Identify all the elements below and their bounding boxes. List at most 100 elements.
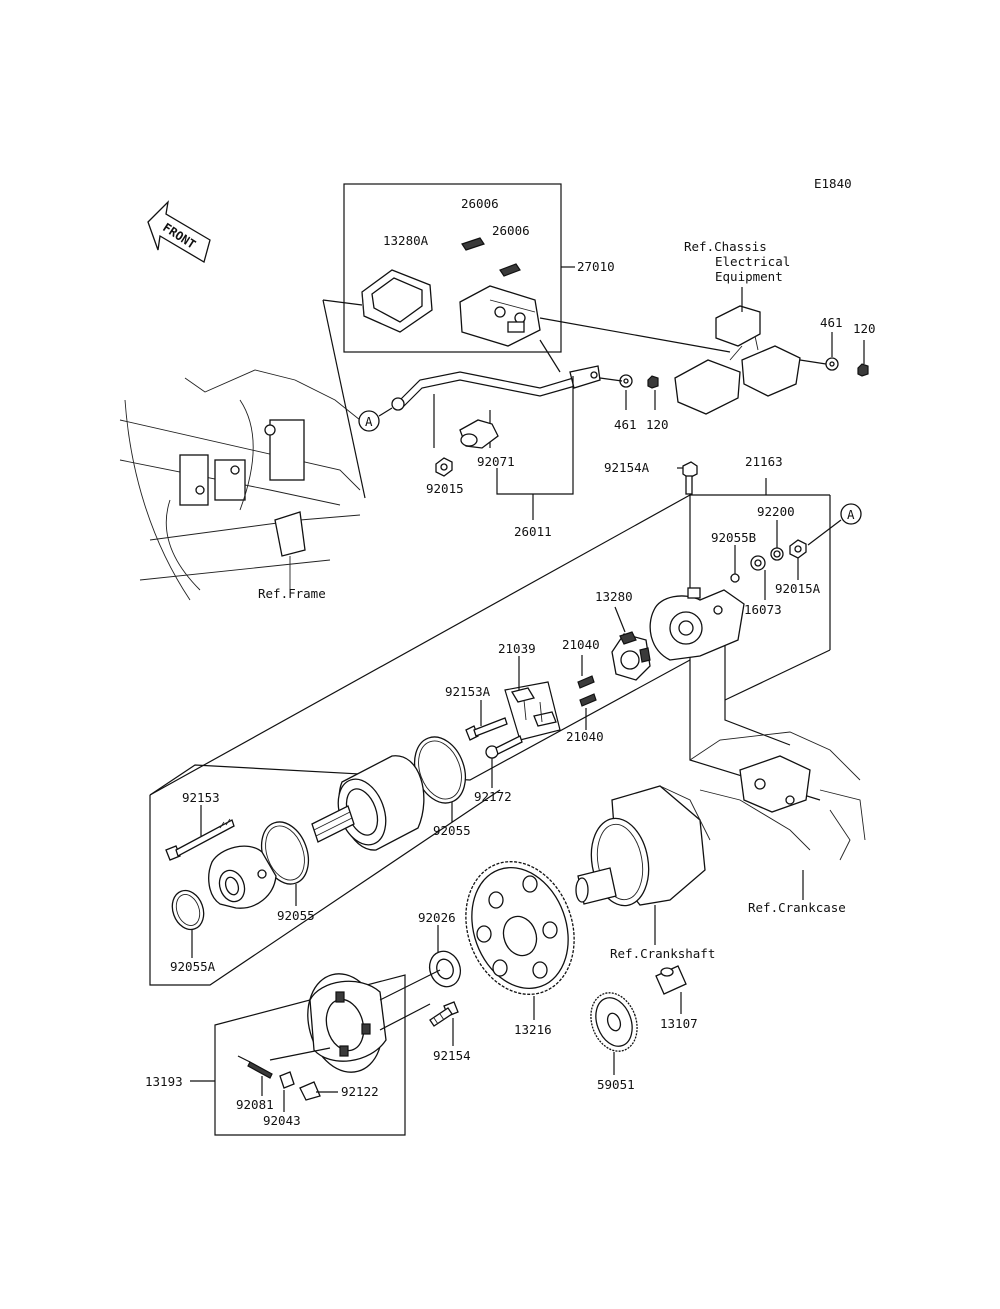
part-label-92026: 92026: [418, 910, 456, 925]
spring-92081: [237, 1055, 273, 1079]
part-label-92043: 92043: [263, 1113, 301, 1128]
part-label-92153A: 92153A: [445, 684, 491, 699]
part-label-92015: 92015: [426, 481, 464, 496]
part-label-120-upper: 120: [853, 321, 876, 336]
starter-front-cover: [208, 845, 277, 909]
part-label-26011: 26011: [514, 524, 552, 539]
ref-chassis-line2: Electrical: [715, 254, 790, 269]
chassis-electrical-equipment: [674, 305, 801, 415]
long-bolt-92153: [165, 818, 235, 861]
part-label-92071: 92071: [477, 454, 515, 469]
callout-a-right-icon: A: [807, 503, 862, 546]
part-label-461-lower: 461: [614, 417, 637, 432]
callout-a-left-icon: A: [358, 407, 393, 432]
one-way-clutch: [307, 973, 387, 1073]
washer-92200: [770, 547, 784, 561]
frame-ref-sketch: [119, 369, 361, 601]
nut-92015: [435, 457, 453, 477]
part-label-27010: 27010: [577, 259, 615, 274]
clutch-to-washer-line: [379, 969, 441, 1001]
starter-relay: [459, 285, 541, 347]
washer-92055B: [730, 573, 740, 583]
relay-frame-line: [322, 299, 363, 306]
part-label-13107: 13107: [660, 1016, 698, 1031]
part-label-92055-lower: 92055: [277, 908, 315, 923]
starter-motor-yoke: [311, 755, 425, 851]
part-label-92154A: 92154A: [604, 460, 650, 475]
part-label-461-upper: 461: [820, 315, 843, 330]
callout-a-left: A: [365, 414, 373, 429]
o-ring-92055A: [171, 889, 205, 931]
bolt-92154: [429, 1001, 459, 1027]
washer-16073: [750, 555, 766, 571]
fuse-26006-lower: [499, 263, 521, 277]
leader-chassis-washer: [799, 359, 827, 365]
ref-crankshaft: Ref.Crankshaft: [610, 946, 715, 961]
part-label-120-lower: 120: [646, 417, 669, 432]
part-label-92055-upper: 92055: [433, 823, 471, 838]
starter-end-cover: [649, 587, 745, 661]
relay-to-chassis-line: [539, 317, 731, 353]
starter-cable: [391, 365, 601, 411]
screw-92153A: [465, 717, 508, 741]
relay-to-cable-line: [539, 339, 561, 373]
leader-26011-bracket: [496, 376, 574, 495]
fuse-26006-upper: [461, 237, 485, 251]
bolt-92154A: [682, 461, 698, 495]
leader-13280: [614, 606, 626, 633]
part-label-16073: 16073: [744, 602, 782, 617]
part-label-92153: 92153: [182, 790, 220, 805]
front-arrow-icon: FRONT: [147, 200, 211, 263]
ref-crankcase: Ref.Crankcase: [748, 900, 846, 915]
plunger-92043: [279, 1071, 295, 1089]
part-label-92081: 92081: [236, 1097, 274, 1112]
part-label-26006-upper: 26006: [461, 196, 499, 211]
part-label-59051: 59051: [597, 1077, 635, 1092]
brush-spring-21040-upper: [577, 675, 595, 689]
nut-120-lower: [647, 375, 659, 389]
idle-gear-59051: [590, 992, 638, 1052]
part-label-92122: 92122: [341, 1084, 379, 1099]
part-label-21163: 21163: [745, 454, 783, 469]
roller-92122: [299, 1081, 321, 1101]
part-label-92172: 92172: [474, 789, 512, 804]
part-label-92200: 92200: [757, 504, 795, 519]
clutch-to-bolt-line: [379, 1003, 431, 1031]
part-label-26006-lower: 26006: [492, 223, 530, 238]
spring-to-clutch-line: [269, 1047, 331, 1061]
part-label-92055A: 92055A: [170, 959, 216, 974]
relay-cover-13280A: [361, 269, 433, 333]
part-label-92055B: 92055B: [711, 530, 756, 545]
washer-461-upper: [825, 357, 839, 371]
starter-motor-assembly-outline: [149, 478, 831, 986]
crankcase-line-2: [724, 620, 791, 746]
terminal-cover-92071: [459, 419, 499, 449]
ref-chassis-line1: Ref.Chassis: [684, 239, 767, 254]
part-label-13280A: 13280A: [383, 233, 429, 248]
starter-clutch-gear-13216: [465, 861, 575, 995]
crankshaft: [575, 785, 711, 907]
callout-a-right: A: [847, 507, 855, 522]
ref-chassis-line3: Equipment: [715, 269, 783, 284]
crankcase-ref-sketch: [689, 731, 866, 861]
part-label-13193: 13193: [145, 1074, 183, 1089]
brush-set-21039: [504, 681, 561, 741]
brush-holder-13280: [611, 631, 651, 681]
frame-ref-line: [322, 299, 366, 499]
part-label-21040-upper: 21040: [562, 637, 600, 652]
leader-cable-washer: [599, 377, 623, 382]
part-label-92015A: 92015A: [775, 581, 821, 596]
shaft-13107: [655, 965, 687, 995]
part-label-21039: 21039: [498, 641, 536, 656]
part-label-13216: 13216: [514, 1022, 552, 1037]
washer-92026: [428, 950, 462, 988]
part-label-92154: 92154: [433, 1048, 471, 1063]
part-label-21040-lower: 21040: [566, 729, 604, 744]
o-ring-92055-upper: [413, 736, 467, 804]
nut-120-upper: [857, 363, 869, 377]
nut-92015A: [789, 539, 807, 559]
diagram-id: E1840: [814, 176, 852, 191]
part-label-13280: 13280: [595, 589, 633, 604]
brush-spring-21040-lower: [579, 693, 597, 707]
